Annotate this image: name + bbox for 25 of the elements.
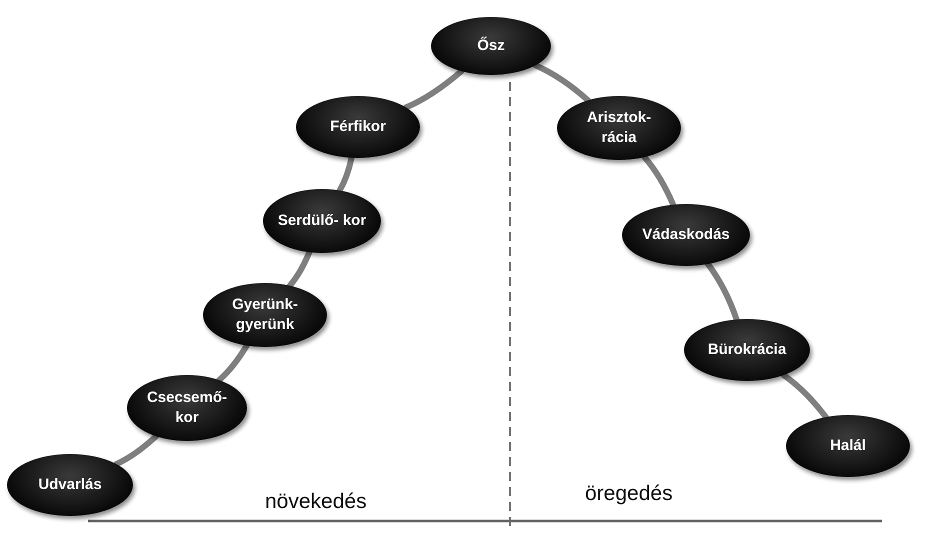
connector-line	[216, 342, 250, 384]
node-label: Férfikor	[330, 116, 386, 137]
section-label: növekedés	[265, 490, 367, 514]
ellipse-node	[557, 96, 681, 160]
node-label: Csecsemő- kor	[146, 388, 228, 428]
ellipse-node	[203, 283, 327, 347]
section-label: öregedés	[585, 482, 673, 506]
ellipse-node	[127, 375, 247, 441]
connector-line	[780, 372, 829, 420]
ellipse-node	[7, 454, 133, 516]
node-label: Bürokrácia	[708, 340, 786, 360]
connector-line	[113, 433, 160, 468]
node-label: Arisztok- rácia	[586, 108, 652, 148]
node-label: Udvarlás	[38, 474, 102, 495]
ellipse-node	[431, 17, 551, 75]
connector-line	[532, 62, 591, 104]
node-label: Vádaskodás	[642, 224, 730, 245]
connector-line	[402, 68, 464, 110]
connector-line	[286, 249, 312, 289]
node-label: Ősz	[477, 36, 505, 56]
ellipse-node	[786, 415, 910, 477]
node-label: Serdülő- kor	[278, 210, 366, 231]
node-label: Gyerünk- gyerünk	[231, 294, 299, 335]
node-label: Halál	[830, 436, 866, 456]
ellipse-node	[296, 96, 420, 158]
